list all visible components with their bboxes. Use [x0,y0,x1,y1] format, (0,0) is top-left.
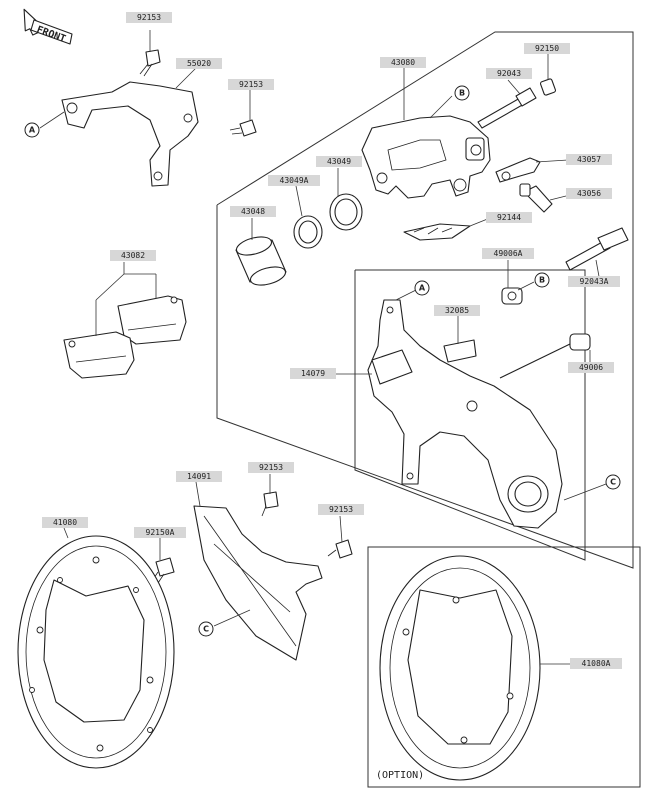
svg-text:92153: 92153 [137,13,161,22]
svg-text:43049A: 43049A [280,176,309,185]
option-frame [367,546,641,788]
part-label-14079: 14079 [290,368,336,379]
part-label-55020: 55020 [176,58,222,69]
svg-text:41080: 41080 [53,518,77,527]
svg-text:B: B [459,89,465,98]
pad-spring-92144 [403,223,471,241]
pin-92043 [477,87,537,129]
svg-text:43057: 43057 [577,155,601,164]
disc-guard-14091 [193,505,323,661]
part-label-43082: 43082 [110,250,156,261]
bolt-92153-guard-1 [261,491,279,517]
pad-holder-32085 [443,339,477,363]
part-label-92153-guard-1: 92153 [248,462,294,473]
callout-b-pin: B [534,272,550,288]
svg-text:92043A: 92043A [580,277,609,286]
svg-text:A: A [29,126,36,135]
brake-caliper-body [361,115,491,199]
svg-text:C: C [203,625,209,634]
part-label-92150: 92150 [524,43,570,54]
callout-a-holder: A [414,280,430,296]
bolt-92153-top [139,49,161,77]
svg-text:92150A: 92150A [146,528,175,537]
piston-43048 [235,236,287,286]
caliper-mounting-bracket [61,81,199,187]
piston-seal-43049 [329,193,363,231]
part-label-32085: 32085 [434,305,480,316]
callout-b-caliper: B [454,85,470,101]
svg-text:43082: 43082 [121,251,145,260]
dust-seal-43049a [293,215,323,249]
svg-text:43080: 43080 [391,58,415,67]
svg-text:49006A: 49006A [494,249,523,258]
part-label-43057: 43057 [566,154,612,165]
bleed-valve-43057 [495,157,541,183]
part-label-43080: 43080 [380,57,426,68]
svg-text:92153: 92153 [329,505,353,514]
part-label-43049a: 43049A [268,175,320,186]
part-label-92153-guard-2: 92153 [318,504,364,515]
svg-text:43056: 43056 [577,189,601,198]
svg-text:A: A [419,284,426,293]
svg-text:14091: 14091 [187,472,211,481]
part-label-43049: 43049 [316,156,362,167]
svg-text:92043: 92043 [497,69,521,78]
part-label-92043a: 92043A [568,276,620,287]
svg-text:41080A: 41080A [582,659,611,668]
svg-text:32085: 32085 [445,306,469,315]
option-label: (OPTION) [376,770,424,781]
brake-pads-43082 [63,295,187,379]
part-label-92144: 92144 [486,212,532,223]
svg-text:B: B [539,276,545,285]
bleed-valve-43056 [519,183,553,213]
part-label-14091: 14091 [176,471,222,482]
front-arrow: FRONT [23,8,73,45]
caliper-assembly-frame [216,31,634,569]
svg-text:14079: 14079 [301,369,325,378]
svg-text:49006: 49006 [579,363,603,372]
bolt-92153-guard-2 [327,539,353,559]
brake-disc-41080 [17,535,175,769]
part-label-92043: 92043 [486,68,532,79]
svg-text:43048: 43048 [241,207,265,216]
part-label-43048: 43048 [230,206,276,217]
caliper-holder-14079 [367,299,563,529]
part-label-92150a: 92150A [134,527,186,538]
leader-lines [39,30,607,665]
boot-49006 [499,333,591,379]
callout-c-guard: C [198,621,214,637]
svg-text:C: C [610,478,616,487]
plug-92150 [539,78,557,96]
part-label-43056: 43056 [566,188,612,199]
pin-92043a [565,227,629,271]
part-label-41080a: 41080A [570,658,622,669]
bolt-92153-bracket [229,119,257,137]
part-label-49006: 49006 [568,362,614,373]
callout-a-left: A [24,122,40,138]
part-label-92153-bracket: 92153 [228,79,274,90]
part-label-41080: 41080 [42,517,88,528]
part-label-49006a: 49006A [482,248,534,259]
brake-disc-41080a [379,555,541,781]
boot-49006a [501,287,523,305]
svg-text:92153: 92153 [259,463,283,472]
svg-text:43049: 43049 [327,157,351,166]
svg-text:92144: 92144 [497,213,521,222]
callout-c-holder: C [605,474,621,490]
svg-text:92153: 92153 [239,80,263,89]
svg-text:55020: 55020 [187,59,211,68]
svg-text:92150: 92150 [535,44,559,53]
part-label-92153-top: 92153 [126,12,172,23]
